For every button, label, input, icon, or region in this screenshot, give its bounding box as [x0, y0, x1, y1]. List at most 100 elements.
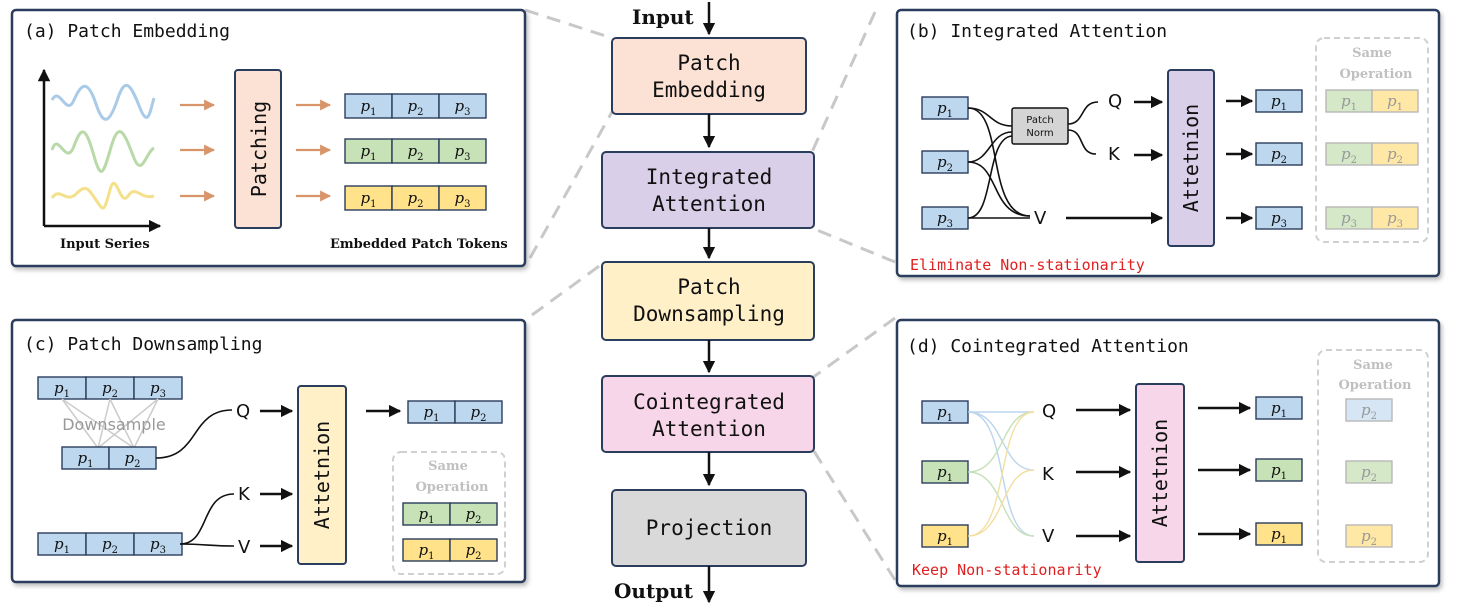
b-same2-1-cell: [1371, 206, 1419, 230]
c-same1-1-cell: [449, 538, 498, 562]
b-output2-0-cell: [1255, 206, 1303, 230]
panel-d-same-operation-box: [1317, 349, 1429, 563]
projection-label: Projection: [646, 516, 772, 540]
d-output1-0-cell: [1255, 458, 1303, 482]
c-same1-1-label: p2: [466, 541, 482, 562]
patch-embedding-label-1: Patch: [677, 51, 740, 75]
d-output1-0-label: p1: [1271, 461, 1287, 482]
panel-a-patch-embedding: (a) Patch Embedding Input Series Patchin…: [10, 8, 527, 268]
d-output2-0-cell: [1255, 522, 1303, 546]
panel-b-note: Eliminate Non-stationarity: [910, 256, 1145, 274]
downsample-label: Downsample: [62, 415, 166, 434]
panel-b-v-label: V: [1034, 208, 1047, 229]
patch-norm-label-2: Norm: [1026, 128, 1053, 139]
patch-downsampling-label-2: Downsampling: [633, 302, 785, 326]
patching-block: [234, 69, 282, 229]
norm-to-q-curve: [1067, 101, 1099, 125]
patch-embedding-block: [611, 37, 807, 115]
b-input0-0-label: p1: [937, 99, 953, 120]
embedded-token-row1-2-cell: [438, 138, 487, 164]
panel-d-crossing-curves: [967, 411, 1035, 537]
embedded-token-row1-0-cell: [344, 138, 393, 164]
d-same0-0-label: p2: [1361, 401, 1377, 422]
patch-downsampling-block: [601, 261, 815, 341]
panel-c-title: (c) Patch Downsampling: [24, 334, 262, 355]
d-same2-0-cell: [1345, 524, 1393, 548]
panel-c-same-label-1: Same: [428, 459, 468, 474]
b-same2-0-label: p3: [1341, 209, 1357, 230]
panel-c-attention-label: Attetnion: [310, 421, 334, 529]
bottom-to-v-curve: [179, 543, 235, 547]
panel-c-v-label: V: [238, 537, 251, 558]
embedded-token-row2-2-cell: [438, 185, 487, 211]
input-label: Input: [632, 5, 694, 29]
panel-b-attention-block: [1167, 69, 1215, 247]
panel-d-same-tokens: p2 p2 p2: [1345, 398, 1393, 548]
c-bot-0-label: p1: [54, 535, 70, 556]
input-series-label: Input Series: [60, 237, 150, 252]
norm-to-k-curve: [1067, 129, 1097, 155]
embedded-token-row0-0-label: p1: [361, 97, 377, 118]
c-out-1-label: p2: [471, 403, 487, 424]
b-same1-0-label: p2: [1341, 145, 1357, 166]
b-same0-1-label: p1: [1387, 92, 1403, 113]
embedded-token-row0-1-label: p2: [408, 97, 424, 118]
embedded-token-row2-2-label: p3: [455, 189, 471, 210]
patch-downsampling-label-1: Patch: [677, 275, 740, 299]
b-same0-1-cell: [1371, 89, 1419, 113]
panel-c-same-label-2: Operation: [415, 480, 489, 495]
d-input2-0-label: p1: [937, 527, 953, 548]
c-out-0-label: p1: [424, 403, 440, 424]
panel-b-same-operation-box: [1315, 37, 1429, 243]
d-input1-0-label: p1: [937, 463, 953, 484]
panel-d-attention-block: [1135, 383, 1185, 563]
d-same2-0-label: p2: [1361, 527, 1377, 548]
series-blue: [50, 83, 156, 121]
panel-b-attention-label: Attetnion: [1179, 104, 1203, 212]
integrated-attention-block: [601, 151, 815, 229]
integrated-attention-label-2: Attention: [652, 192, 766, 216]
b-output0-0-label: p1: [1271, 92, 1287, 113]
main-flow: Input Patch Embedding Integrated Attenti…: [601, 2, 815, 604]
patch-embedding-label-2: Embedding: [652, 78, 766, 102]
panel-c-output-tokens: p1 p2: [407, 400, 503, 424]
d-output0-0-label: p1: [1271, 399, 1287, 420]
b-same1-1-cell: [1371, 142, 1419, 166]
panel-c-patch-downsampling: (c) Patch Downsampling p1 p2 p3 Downsample…: [10, 318, 527, 584]
b-output0-0-cell: [1255, 89, 1303, 113]
c-bot-2-label: p3: [150, 535, 166, 556]
panel-c-bottom-tokens: p1 p2 p3: [37, 532, 183, 556]
d-same1-0-label: p2: [1361, 463, 1377, 484]
panel-d-attention-label: Attetnion: [1148, 419, 1172, 527]
embedded-token-row0-2-label: p3: [455, 97, 471, 118]
panel-b-input-tokens: p1 p2 p3: [921, 96, 969, 230]
d-input0-0-label: p1: [937, 403, 953, 424]
c-same0-0-label: p1: [419, 505, 435, 526]
panel-c-q-label: Q: [236, 401, 250, 422]
patching-label: Patching: [247, 101, 271, 197]
d-same0-0-cell: [1345, 398, 1393, 422]
d-output0-0-cell: [1255, 396, 1303, 420]
b-input2-0-label: p3: [937, 209, 953, 230]
b-output1-0-label: p2: [1271, 145, 1287, 166]
b-same1-1-label: p2: [1387, 145, 1403, 166]
panel-c-attention-block: [297, 385, 347, 565]
embedded-token-row1-1-label: p2: [408, 142, 424, 163]
panel-d-same-label-2: Operation: [1338, 378, 1412, 393]
embedded-token-row0-0-cell: [344, 93, 393, 119]
panel-c-same-operation-box: [392, 451, 506, 575]
embedded-token-row0-2-cell: [438, 93, 487, 119]
downsample-arrows: [61, 398, 159, 449]
b-same2-1-label: p3: [1387, 209, 1403, 230]
b-input1-0-label: p2: [937, 153, 953, 174]
c-bot-1-label: p2: [102, 535, 118, 556]
mid-to-q-curve: [155, 409, 233, 459]
output-label: Output: [614, 579, 694, 603]
